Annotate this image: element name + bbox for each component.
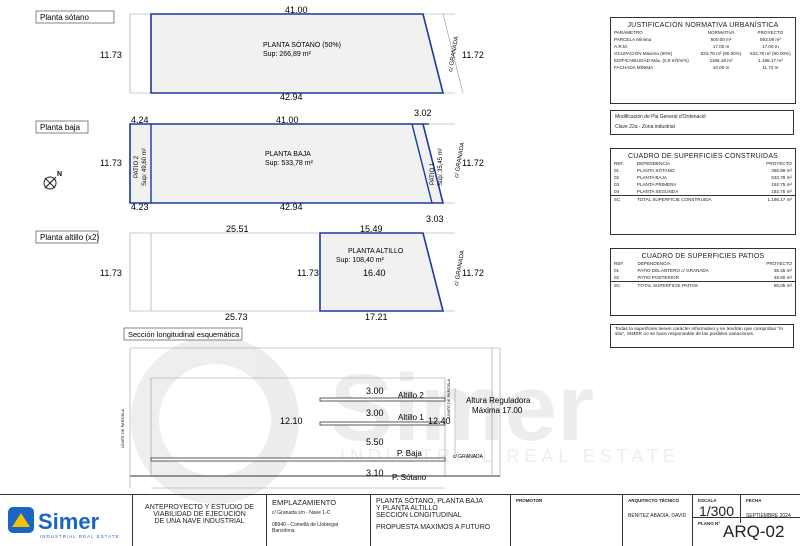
dim-bottom: 42.94 xyxy=(280,202,303,212)
dim-top-left: 4.24 xyxy=(131,115,149,125)
location-cell: EMPLAZAMIENTO c/ Granada s/n - Nave 1-C … xyxy=(266,495,370,546)
dim-left: 11.73 xyxy=(100,158,122,168)
patio2-label: PATIO 2 xyxy=(134,155,140,178)
plan-area: Sup: 108,40 m² xyxy=(336,257,385,264)
architect-cell: ARQUITECTO TÉCNICO BENITEZ ABADIA, DAVID xyxy=(622,495,692,546)
note-clave: Clave 22a - Zona industrial xyxy=(615,124,675,130)
promotor-cell: PROMOTOR xyxy=(510,495,622,546)
simer-logo: Simer INDUSTRIAL REAL ESTATE xyxy=(8,507,120,539)
limit-label-left: LÍMITE DE PARCELA xyxy=(120,409,125,448)
normativa-table: JUSTIFICACIÓN NORMATIVA URBANÍSTICA PARÁ… xyxy=(610,17,796,104)
plan-title: Planta altillo (x2) xyxy=(40,233,99,242)
street-label: c/ GRANADA xyxy=(453,454,484,460)
scale-cell: ESCALA 1/300 xyxy=(692,495,740,523)
dim-altillo2: 3.00 xyxy=(366,386,384,396)
svg-text:N: N xyxy=(57,171,62,178)
construidas-table: CUADRO DE SUPERFICIES CONSTRUIDAS REF.DE… xyxy=(610,148,796,235)
north-arrow-icon: N xyxy=(43,171,62,190)
dim-total-right: 12.40 xyxy=(428,416,451,426)
normativa-title: JUSTIFICACIÓN NORMATIVA URBANÍSTICA xyxy=(627,22,779,29)
dim-top: 41.00 xyxy=(285,5,308,15)
dim-bottom: 42.94 xyxy=(280,92,303,102)
plan-title: Planta baja xyxy=(40,123,81,132)
date-cell: FECHA SEPTIEMBRE 2024 xyxy=(740,495,800,523)
sheet-number: ARQ-02 xyxy=(723,522,785,541)
project-cell: ANTEPROYECTO Y ESTUDIO DE VIABILIDAD DE … xyxy=(132,495,266,546)
dim-right: 11.72 xyxy=(462,268,484,278)
dim-left: 11.73 xyxy=(100,50,122,60)
logo-tag: INDUSTRIAL REAL ESTATE xyxy=(40,534,120,539)
dim-bottom-left: 4.23 xyxy=(131,202,149,212)
plan-altillo: Planta altillo (x2) 25.51 15.49 3.03 25.… xyxy=(35,214,484,322)
patios-table: CUADRO DE SUPERFICIES PATIOS REF.DEPENDE… xyxy=(610,248,796,316)
plan-sotano: Planta sótano 41.00 42.94 11.73 11.72 PL… xyxy=(35,5,484,102)
dim-left: 11.73 xyxy=(100,268,122,278)
title-block: Simer INDUSTRIAL REAL ESTATE ANTEPROYECT… xyxy=(0,494,800,546)
dim-inner: 16.40 xyxy=(363,268,386,278)
regulator-label: Altura Reguladora xyxy=(466,396,531,405)
dim-baja: 5.50 xyxy=(366,437,384,447)
dim-top: 15.49 xyxy=(360,224,383,234)
dim-right: 11.72 xyxy=(462,158,484,168)
sheet-cell: PLANO Nº ARQ-02 xyxy=(692,517,800,546)
normativa-notes: Modificación de Pla General d'Ordenació … xyxy=(610,110,794,135)
level-baja: P. Baja xyxy=(397,449,422,458)
level-altillo1: Altillo 1 xyxy=(398,413,424,422)
patio1-label: PATIO 1 xyxy=(430,162,436,185)
plan-name: PLANTA ALTILLO xyxy=(348,248,404,255)
watermark-tag: INDUSTRIAL REAL ESTATE xyxy=(340,446,680,466)
regulator-value: Máxima 17.00 xyxy=(472,406,523,415)
patio1-area: Sup: 35,45 m² xyxy=(438,148,444,186)
dim-sotano: 3.10 xyxy=(366,468,384,478)
plan-area: Sup: 266,89 m² xyxy=(263,51,312,58)
content-cell: PLANTA SÓTANO, PLANTA BAJA Y PLANTA ALTI… xyxy=(370,495,510,546)
baja-outline xyxy=(129,123,445,204)
plan-area: Sup: 533,78 m² xyxy=(265,160,314,167)
dim-total-left: 12.10 xyxy=(280,416,303,426)
dim-altillo1: 3.00 xyxy=(366,408,384,418)
logo-text: Simer xyxy=(38,509,100,534)
patios-title: CUADRO DE SUPERFICIES PATIOS xyxy=(641,253,765,260)
dim-top-right: 3.02 xyxy=(414,108,432,118)
dim-top-left: 25.51 xyxy=(226,224,249,234)
plan-name: PLANTA BAJA xyxy=(265,151,311,158)
level-sotano: P. Sótano xyxy=(392,473,427,482)
sotano-outline xyxy=(150,13,445,94)
dim-bottom-left: 25.73 xyxy=(225,312,248,322)
note-pgm: Modificación de Pla General d'Ordenació xyxy=(615,114,706,120)
dim-bottom: 17.21 xyxy=(365,312,388,322)
altillo-outline xyxy=(319,232,445,312)
scale-value: 1/300 xyxy=(698,503,735,519)
dim-top: 41.00 xyxy=(276,115,299,125)
dim-inner-left: 11.73 xyxy=(297,268,319,278)
plan-name: PLANTA SÓTANO (50%) xyxy=(263,40,341,49)
limit-label-right: LÍMITE DE PARCELA xyxy=(446,379,451,418)
dim-top-right: 3.03 xyxy=(426,214,444,224)
watermark-brand: Simer xyxy=(330,355,594,461)
dim-right: 11.72 xyxy=(462,50,484,60)
level-altillo2: Altillo 2 xyxy=(398,391,424,400)
plan-title-frame xyxy=(35,10,115,24)
plan-baja: Planta baja 41.00 4.24 3.02 42.94 4.23 1… xyxy=(35,108,484,212)
construidas-title: CUADRO DE SUPERFICIES CONSTRUIDAS xyxy=(627,153,779,160)
patio2-area: Sup: 49,60 m² xyxy=(142,148,148,186)
section-title: Sección longitudinal esquemática xyxy=(128,330,240,339)
plan-title: Planta sótano xyxy=(40,13,89,22)
section: Sección longitudinal esquemática 3.00 3.… xyxy=(120,327,531,489)
disclaimer: Todas la superficies tienen carácter inf… xyxy=(610,324,794,348)
